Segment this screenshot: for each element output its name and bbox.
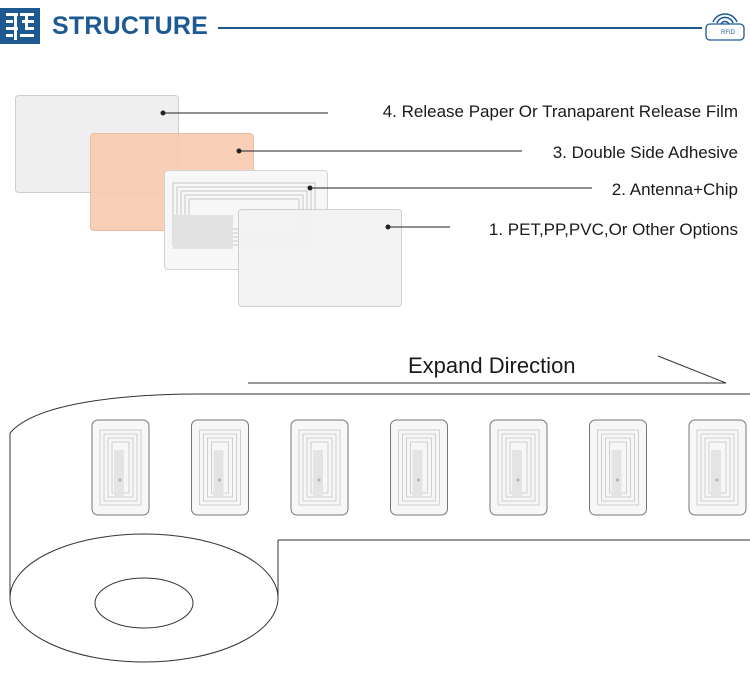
label-layer-1: 1. PET,PP,PVC,Or Other Options	[488, 220, 738, 239]
roll-tag	[91, 419, 150, 516]
roll-tag	[191, 419, 249, 516]
page-title: STRUCTURE	[52, 12, 208, 40]
rfid-badge-text: RFID	[721, 30, 735, 36]
roll-tag	[589, 419, 647, 516]
roll-tag	[290, 419, 349, 516]
roll-tag	[489, 419, 548, 516]
layer-base-material	[238, 209, 402, 307]
header: STRUCTURE RFID	[0, 0, 750, 50]
label-layer-3: 3. Double Side Adhesive	[552, 143, 738, 162]
roll-tag	[390, 419, 448, 516]
roll-tags	[91, 419, 747, 516]
rfid-wifi-icon	[704, 8, 748, 47]
label-layer-2: 2. Antenna+Chip	[611, 180, 738, 199]
expand-direction-label: Expand Direction	[408, 353, 576, 378]
header-divider	[218, 27, 702, 29]
label-layer-4: 4. Release Paper Or Tranaparent Release …	[382, 102, 738, 121]
roll-tag	[688, 419, 747, 516]
logo-icon	[0, 8, 40, 44]
